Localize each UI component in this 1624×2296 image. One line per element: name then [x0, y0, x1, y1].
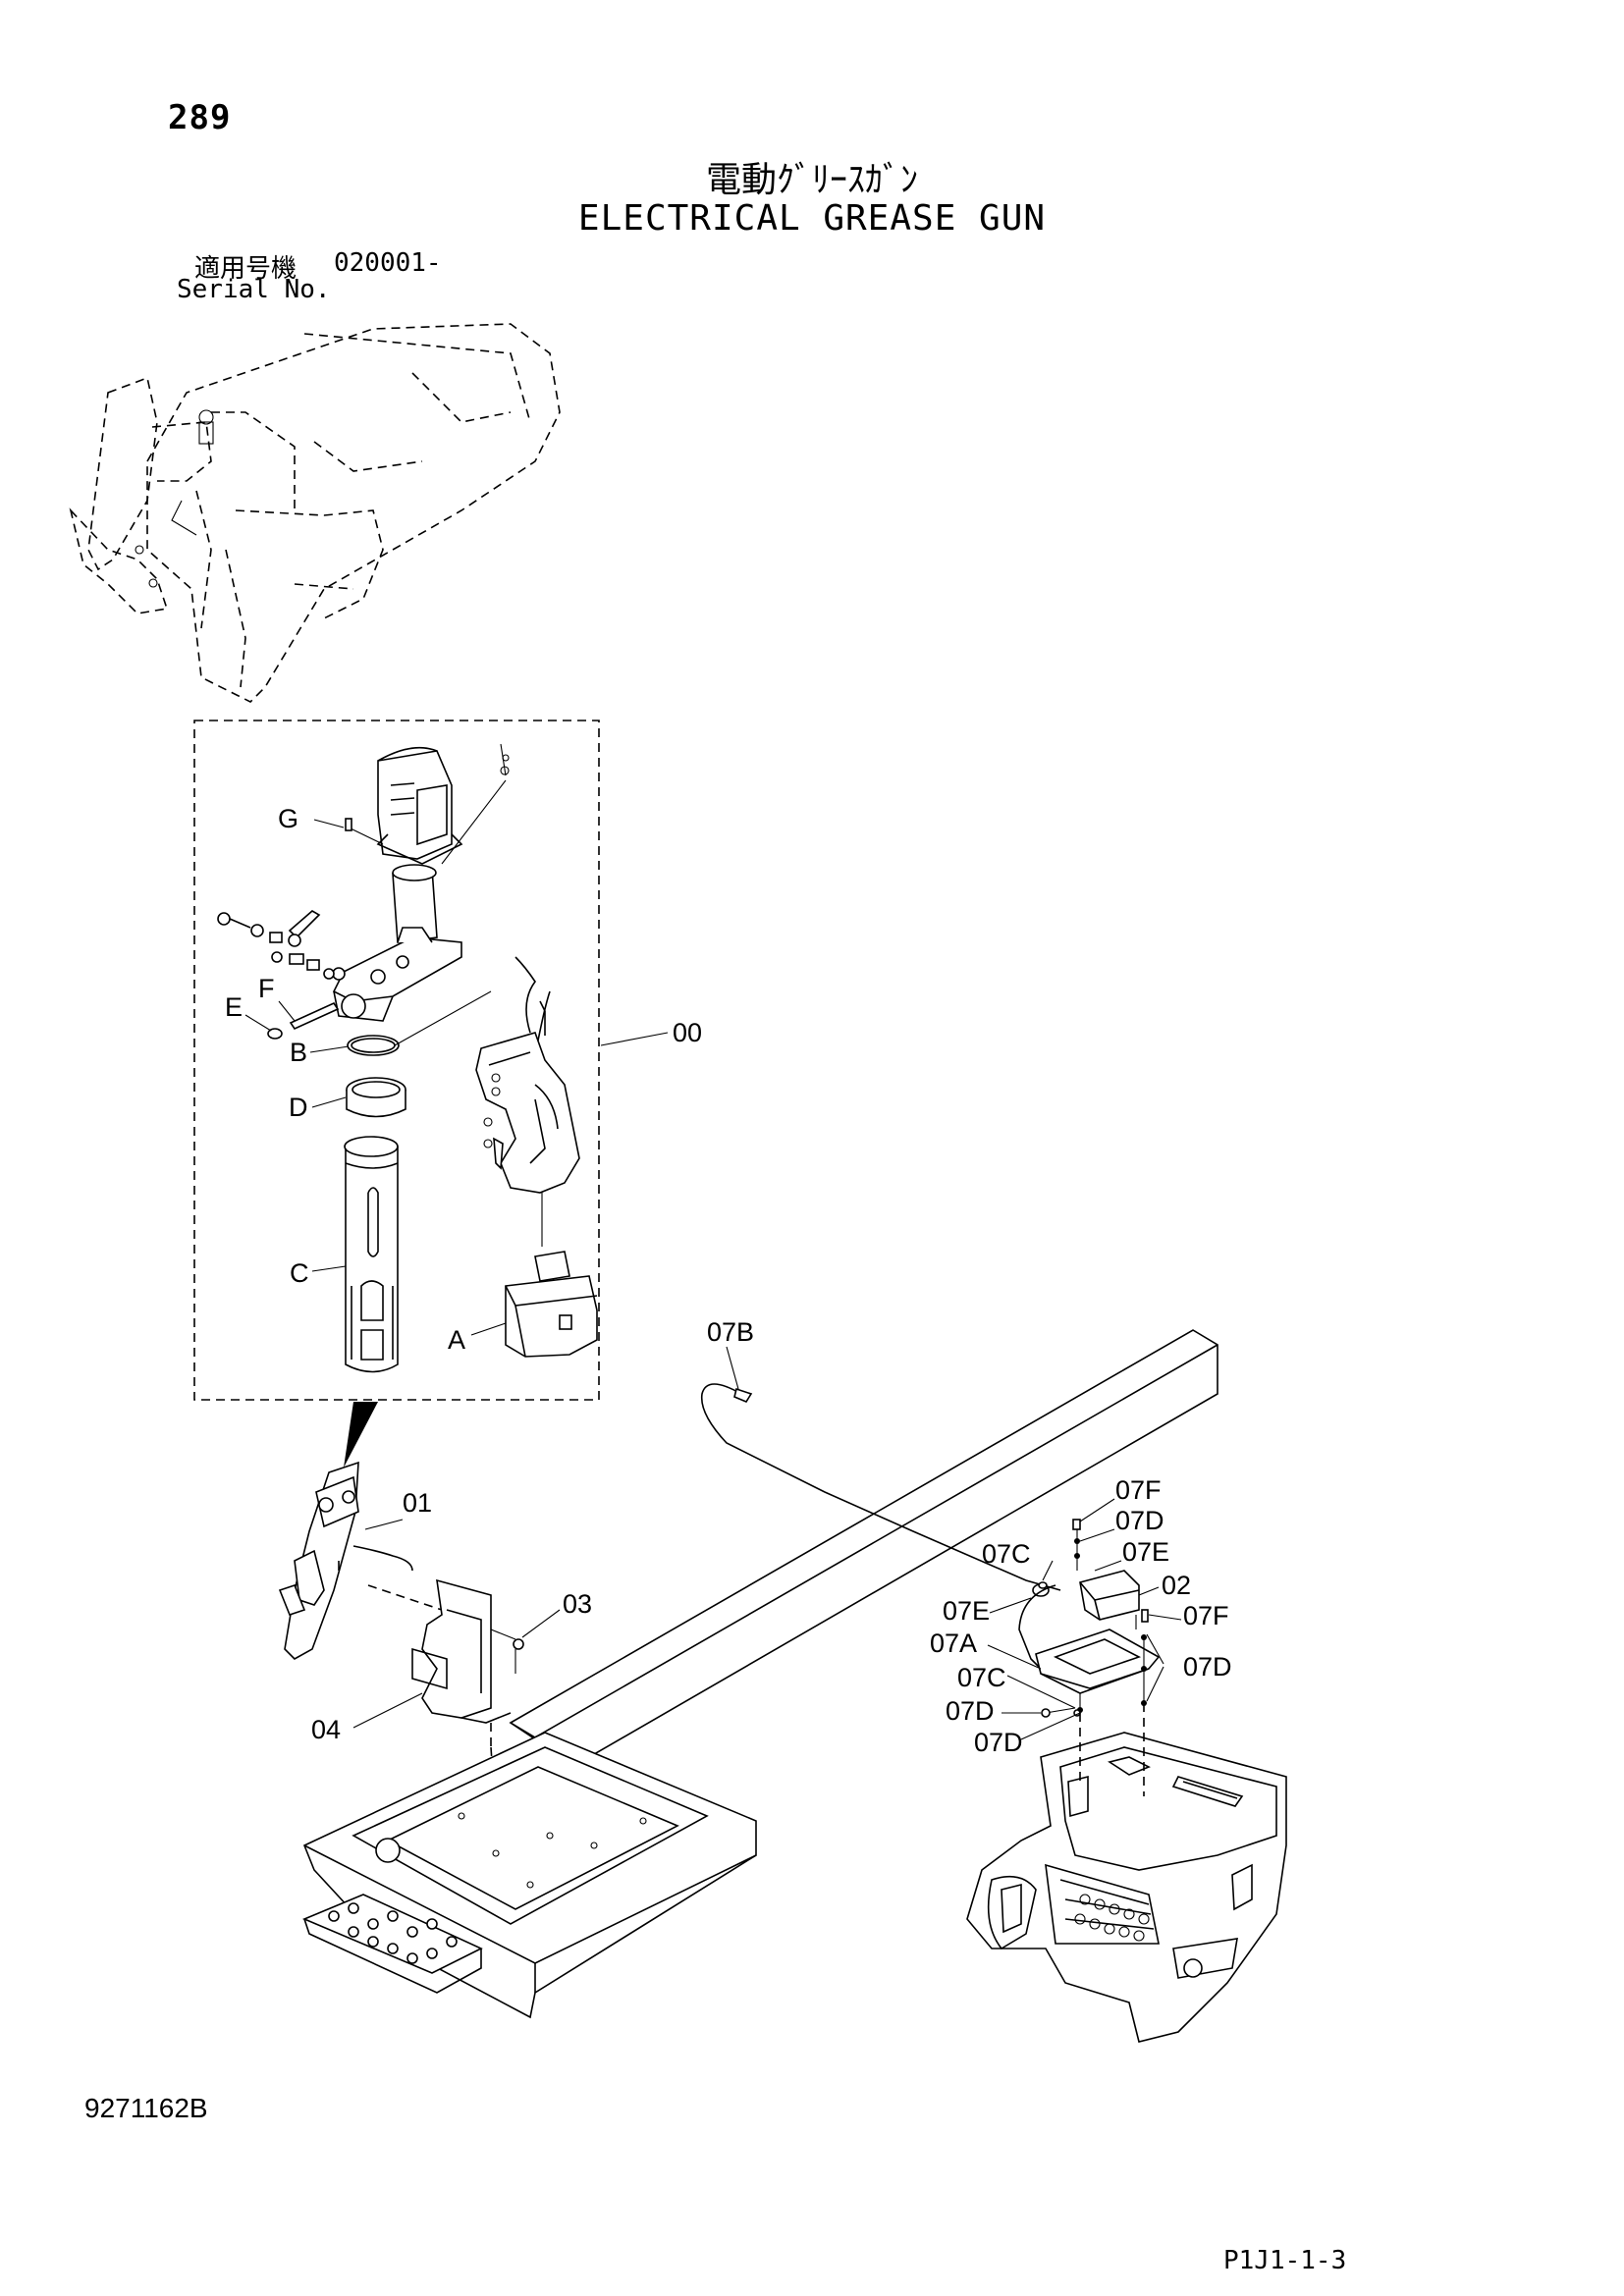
label-07A: 07A [930, 1629, 977, 1658]
serial-number-value: 020001- [334, 248, 442, 278]
label-07F-top: 07F [1115, 1475, 1162, 1505]
machine-body-outline [69, 323, 561, 703]
serial-label-japanese: 適用号機 [194, 254, 298, 284]
battery-pack [505, 1251, 598, 1358]
label-07E-right: 07E [1122, 1537, 1169, 1567]
grease-tube [344, 1136, 399, 1373]
fittings [217, 910, 335, 980]
document-number: 9271162B [84, 2093, 208, 2123]
label-E: E [225, 992, 243, 1022]
gear-housing [332, 864, 492, 1046]
label-07E-left: 07E [943, 1596, 990, 1626]
label-07D-low: 07D [946, 1696, 995, 1726]
charger-cable [700, 1383, 1061, 1591]
label-F: F [258, 974, 275, 1003]
serial-label-english: Serial No. [177, 275, 331, 304]
rod-and-seals [267, 1001, 406, 1118]
label-07D-bottom: 07D [974, 1728, 1023, 1757]
label-07C-top: 07C [982, 1539, 1031, 1569]
page-number: 289 [168, 98, 232, 137]
motor-cover [345, 743, 510, 865]
label-04: 04 [311, 1715, 341, 1744]
label-02: 02 [1162, 1571, 1191, 1600]
label-G: G [278, 804, 298, 833]
label-03: 03 [563, 1589, 592, 1619]
title-japanese: 電動ｸﾞﾘｰｽｶﾞﾝ [705, 160, 918, 200]
console-structure [966, 1703, 1287, 2043]
charger-assembly [1018, 1519, 1161, 1718]
leader-lines [244, 819, 1182, 1740]
label-07D-top: 07D [1115, 1506, 1164, 1535]
label-C: C [290, 1258, 309, 1288]
part-labels: G F E B D C A 00 07B 01 03 04 07F 07D 07… [225, 804, 1232, 1757]
title-english: ELECTRICAL GREASE GUN [577, 198, 1047, 239]
label-00: 00 [673, 1018, 702, 1047]
label-D: D [289, 1093, 308, 1122]
label-07B: 07B [707, 1317, 754, 1347]
grease-gun-detail-box [193, 720, 600, 1401]
label-A: A [448, 1325, 465, 1355]
gun-mounted-assembly [278, 1461, 443, 1660]
figure-code: P1J1-1-3 [1223, 2246, 1347, 2275]
base-platform [301, 1732, 757, 2019]
label-07D-right: 07D [1183, 1652, 1232, 1682]
gun-handle [475, 956, 580, 1247]
label-07C-mid: 07C [957, 1663, 1006, 1692]
mounting-bracket [411, 1578, 524, 1747]
label-B: B [290, 1038, 307, 1067]
label-07F-right: 07F [1183, 1601, 1229, 1630]
detail-pointer-arrow [344, 1402, 378, 1468]
label-01: 01 [403, 1488, 432, 1518]
